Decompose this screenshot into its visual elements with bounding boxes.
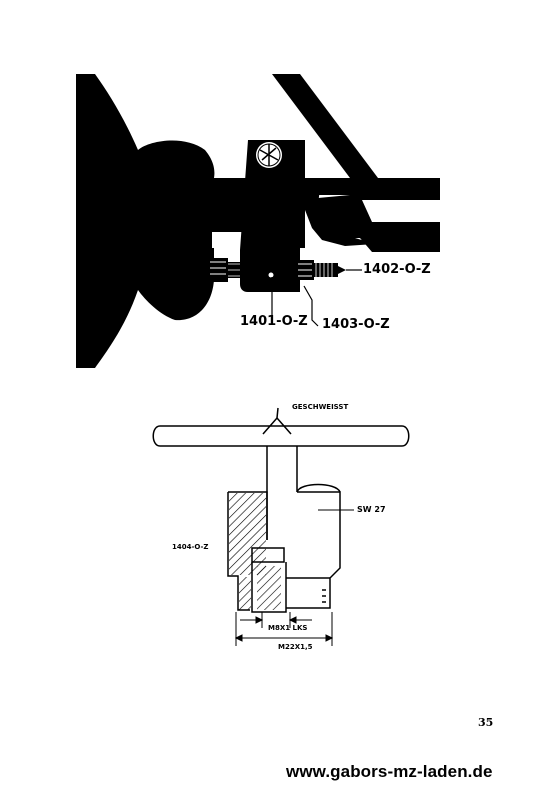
top-figure [76, 74, 440, 368]
hex-body [286, 491, 341, 609]
label-1404: 1404-O-Z [172, 543, 209, 551]
label-welded: GESCHWEISST [292, 403, 349, 411]
label-1402: 1402-O-Z [363, 262, 431, 277]
bolt-head [256, 142, 282, 168]
screw-1402 [296, 260, 346, 280]
left-screw [208, 258, 242, 282]
handle-bar [152, 425, 410, 447]
sleeve-left [228, 491, 268, 540]
website-footer[interactable]: www.gabors-mz-laden.de [286, 762, 493, 781]
label-1401: 1401-O-Z [240, 314, 308, 329]
hub-cavity [212, 232, 248, 248]
inner-slot [362, 200, 440, 222]
clamp-lip [305, 178, 375, 246]
bottom-figure [152, 407, 410, 646]
page-number: 35 [478, 716, 494, 729]
clamp-block [240, 140, 305, 292]
label-thread-large: M22X1,5 [278, 643, 313, 651]
label-wrench-size: SW 27 [357, 505, 386, 514]
label-1403: 1403-O-Z [322, 317, 390, 332]
label-thread-small: M8X1 LKS [268, 624, 308, 632]
diagonal-arm [272, 74, 378, 178]
